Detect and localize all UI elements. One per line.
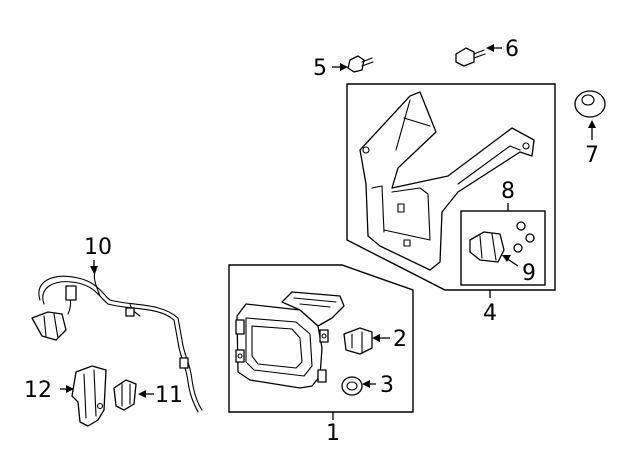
bolt-5-part[interactable] (347, 55, 374, 73)
assembly-box-1 (228, 264, 414, 413)
callout-7[interactable]: 7 (585, 143, 599, 168)
callout-11[interactable]: 11 (155, 383, 183, 408)
assembly-box-4 (346, 83, 556, 291)
mounting-bracket-part[interactable] (359, 91, 535, 271)
callout-2[interactable]: 2 (393, 327, 407, 352)
bracket-screws-part[interactable] (513, 221, 535, 253)
callout-4[interactable]: 4 (483, 301, 497, 326)
grommet-part[interactable] (341, 376, 363, 396)
callout-6[interactable]: 6 (505, 37, 519, 62)
callout-9[interactable]: 9 (522, 261, 536, 286)
plug-7-part[interactable] (574, 90, 606, 118)
harness-clip-part[interactable] (113, 379, 137, 411)
wiring-harness-part[interactable] (31, 269, 203, 413)
assembly-box-8 (460, 210, 546, 286)
sensor-module-part[interactable] (235, 291, 345, 389)
callout-12[interactable]: 12 (24, 378, 52, 403)
callout-8[interactable]: 8 (501, 179, 515, 204)
callout-5[interactable]: 5 (313, 56, 327, 81)
bolt-6-part[interactable] (455, 47, 486, 67)
side-bracket-part[interactable] (71, 365, 107, 427)
callout-1[interactable]: 1 (326, 421, 340, 446)
sensor-bracket-part[interactable] (469, 231, 505, 263)
connector-clip-part[interactable] (343, 327, 373, 355)
callout-3[interactable]: 3 (380, 373, 394, 398)
callout-10[interactable]: 10 (84, 235, 112, 260)
